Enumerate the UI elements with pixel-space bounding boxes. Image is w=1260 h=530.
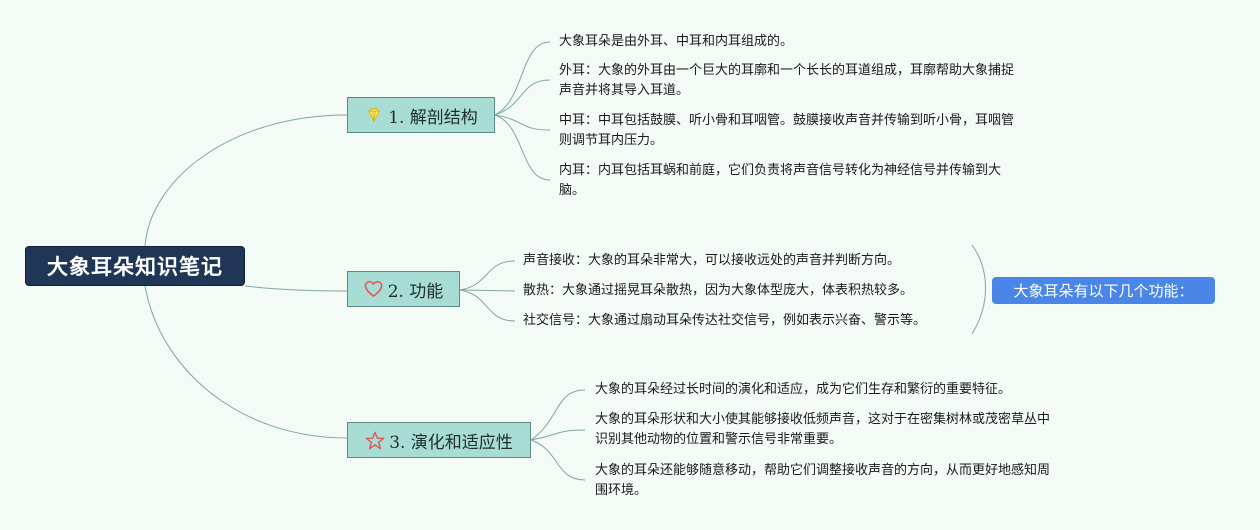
connector-b3-leaf-2: [530, 429, 586, 441]
leaf-outer-ear[interactable]: 外耳：大象的外耳由一个巨大的耳廓和一个长长的耳道组成，耳廓帮助大象捕捉 声音并将…: [559, 61, 1014, 101]
connector-b1-leaf-4: [494, 114, 551, 181]
leaf-social-signal[interactable]: 社交信号：大象通过扇动耳朵传达社交信号，例如表示兴奋、警示等。: [523, 311, 926, 331]
root-topic[interactable]: 大象耳朵知识笔记: [25, 246, 245, 286]
connector-b2-leaf-2: [459, 289, 516, 292]
branch-anatomy-label: 1. 解剖结构: [388, 107, 478, 128]
leaf-heat-dissipation[interactable]: 散热：大象通过摇晃耳朵散热，因为大象体型庞大，体表积热较多。: [523, 281, 913, 301]
leaf-text-line: 大象的耳朵还能够随意移动，帮助它们调整接收声音的方向，从而更好地感知周: [595, 463, 1051, 478]
leaf-text-line: 大象的耳朵形状和大小使其能够接收低频声音，这对于在密集树林或茂密草丛中: [595, 412, 1051, 427]
branch-function-label: 2. 功能: [387, 281, 444, 302]
leaf-text-line: 大象耳朵是由外耳、中耳和内耳组成的。: [559, 34, 794, 49]
connector-b1-leaf-2: [494, 79, 551, 116]
leaf-evolution-feature[interactable]: 大象的耳朵经过长时间的演化和适应，成为它们生存和繁衍的重要特征。: [595, 380, 1011, 400]
connector-b3-leaf-1: [530, 389, 586, 441]
connector-root-branch-2: [244, 285, 348, 292]
star-icon: [365, 430, 385, 450]
branch-evolution[interactable]: 3. 演化和适应性: [347, 422, 531, 458]
leaf-text-line: 中耳：中耳包括鼓膜、听小骨和耳咽管。鼓膜接收声音并传输到听小骨，耳咽管: [559, 113, 1015, 128]
leaf-text-line: 散热：大象通过摇晃耳朵散热，因为大象体型庞大，体表积热较多。: [523, 283, 914, 298]
connector-root-branch-3: [144, 285, 348, 439]
summary-label: 大象耳朵有以下几个功能：: [1013, 282, 1194, 300]
connector-b1-leaf-1: [494, 41, 551, 116]
heart-icon: [364, 279, 384, 299]
summary-bracket: [971, 244, 986, 335]
leaf-text-line: 则调节耳内压力。: [559, 133, 664, 148]
connector-b1-leaf-3: [494, 114, 551, 131]
leaf-text-line: 声音接收：大象的耳朵非常大，可以接收远处的声音并判断方向。: [523, 253, 901, 268]
leaf-text-line: 内耳：内耳包括耳蜗和前庭，它们负责将声音信号转化为神经信号并传输到大: [559, 163, 1002, 178]
leaf-sound-reception[interactable]: 声音接收：大象的耳朵非常大，可以接收远处的声音并判断方向。: [523, 251, 900, 271]
leaf-middle-ear[interactable]: 中耳：中耳包括鼓膜、听小骨和耳咽管。鼓膜接收声音并传输到听小骨，耳咽管 则调节耳…: [559, 111, 1014, 151]
leaf-text-line: 识别其他动物的位置和警示信号非常重要。: [595, 432, 843, 447]
leaf-ear-movement[interactable]: 大象的耳朵还能够随意移动，帮助它们调整接收声音的方向，从而更好地感知周 围环境。: [595, 461, 1050, 501]
leaf-text-line: 外耳：大象的外耳由一个巨大的耳廓和一个长长的耳道组成，耳廓帮助大象捕捉: [559, 63, 1015, 78]
leaf-text-line: 围环境。: [595, 483, 648, 498]
branch-evolution-label: 3. 演化和适应性: [389, 432, 513, 453]
connector-b2-leaf-3: [459, 289, 516, 322]
connector-root-branch-1: [144, 114, 348, 247]
leaf-low-frequency[interactable]: 大象的耳朵形状和大小使其能够接收低频声音，这对于在密集树林或茂密草丛中 识别其他…: [595, 410, 1050, 450]
leaf-text-line: 大象的耳朵经过长时间的演化和适应，成为它们生存和繁衍的重要特征。: [595, 382, 1012, 397]
diamond-icon: [364, 105, 384, 125]
leaf-text-line: 社交信号：大象通过扇动耳朵传达社交信号，例如表示兴奋、警示等。: [523, 313, 927, 328]
branch-anatomy[interactable]: 1. 解剖结构: [347, 97, 495, 133]
leaf-text-line: 脑。: [559, 183, 586, 198]
root-title: 大象耳朵知识笔记: [47, 255, 223, 279]
connector-b2-leaf-1: [459, 260, 516, 291]
branch-function[interactable]: 2. 功能: [347, 271, 460, 307]
connector-b3-leaf-3: [530, 439, 586, 481]
leaf-inner-ear[interactable]: 内耳：内耳包括耳蜗和前庭，它们负责将声音信号转化为神经信号并传输到大 脑。: [559, 161, 1001, 201]
leaf-text-line: 声音并将其导入耳道。: [559, 83, 690, 98]
leaf-anatomy-overview[interactable]: 大象耳朵是由外耳、中耳和内耳组成的。: [559, 32, 793, 52]
summary-function-note[interactable]: 大象耳朵有以下几个功能：: [992, 277, 1215, 304]
